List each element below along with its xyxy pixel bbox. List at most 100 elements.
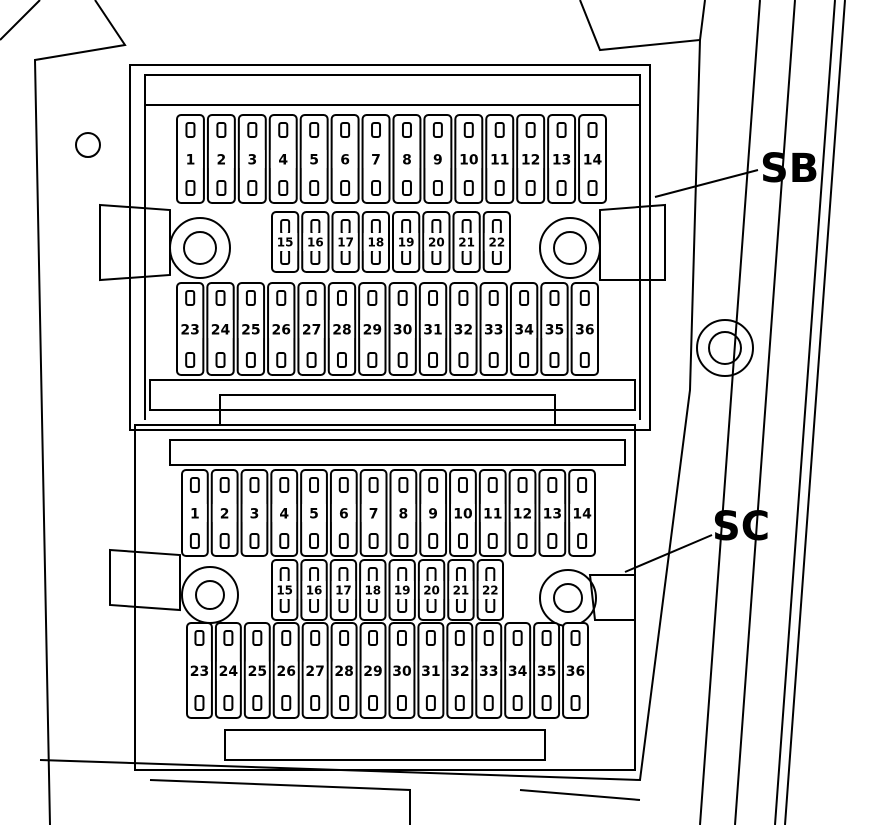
fuse-label-background	[477, 661, 501, 680]
fuse-slot: 36	[562, 622, 589, 719]
fuse-slot: 13	[547, 114, 577, 204]
fuse-slot: 2	[210, 469, 239, 557]
fuse-label-background	[549, 150, 575, 168]
fuse-terminal	[401, 180, 412, 196]
fuse-label-background	[239, 150, 265, 168]
fuse-terminal	[371, 180, 382, 196]
fuse-terminal	[223, 630, 234, 646]
fuse-label-background	[510, 504, 535, 522]
fuse-terminal	[454, 630, 465, 646]
fuse-slot: 24	[214, 622, 242, 719]
fuse-number: 17	[337, 236, 354, 250]
fuse-label-background	[580, 150, 605, 168]
fuse-terminal	[247, 122, 258, 138]
fuse-terminal	[577, 533, 588, 549]
fuse-terminal	[463, 122, 474, 138]
fuse-label-background	[208, 150, 234, 168]
fuse-number: 22	[489, 236, 506, 250]
fuse-terminal	[494, 122, 505, 138]
fuse-number: 24	[211, 322, 231, 338]
fuse-label-background	[331, 581, 356, 599]
fuse-number: 8	[402, 152, 412, 168]
fuse-slot: 19	[392, 211, 421, 273]
fuse-terminal	[215, 290, 226, 306]
fuse-slot: 25	[236, 282, 266, 376]
fuse-terminal	[549, 352, 560, 368]
fuse-slot: 14	[568, 469, 597, 557]
fuse-label-background	[390, 320, 415, 338]
fuse-terminal	[517, 533, 528, 549]
fuse-terminal	[281, 630, 292, 646]
fuse-label-background	[451, 504, 475, 522]
fuse-terminal	[371, 122, 382, 138]
fuse-slot: 9	[423, 114, 453, 204]
fuse-terminal	[396, 630, 407, 646]
fuse-number: 35	[537, 664, 556, 680]
fuse-slot: 5	[300, 469, 328, 557]
fuse-label-background	[178, 320, 203, 338]
fuse-label-background	[331, 504, 356, 522]
fuse-terminal	[512, 630, 523, 646]
fuse-terminal	[185, 290, 196, 306]
fuse-number: 14	[572, 506, 592, 522]
fuse-label-background	[245, 661, 269, 680]
fuse-number: 21	[453, 584, 470, 598]
fuse-terminal	[219, 533, 230, 549]
fuse-number: 8	[399, 506, 409, 522]
fuse-terminal	[185, 122, 196, 138]
fuse-number: 17	[335, 584, 352, 598]
fuse-number: 1	[190, 506, 200, 522]
fuse-terminal	[483, 630, 494, 646]
fuse-label-background	[451, 320, 476, 338]
fuse-slot: 23	[176, 282, 205, 376]
fuse-terminal	[547, 533, 558, 549]
fuse-label-background	[332, 150, 358, 168]
fuse-terminal	[454, 695, 465, 711]
fuse-label-background	[456, 150, 482, 168]
fuse-terminal	[428, 533, 439, 549]
fuse-terminal	[249, 477, 260, 493]
fuse-slot: 1	[176, 114, 205, 204]
fuse-slot: 13	[538, 469, 567, 557]
fuse-number: 25	[241, 322, 260, 338]
fuse-slot: 15	[271, 559, 299, 621]
fuse-terminal	[279, 533, 290, 549]
fuse-terminal	[556, 180, 567, 196]
fuse-number: 6	[339, 506, 349, 522]
fuse-number: 19	[398, 236, 415, 250]
fuse-terminal	[336, 352, 347, 368]
fuse-label-background	[484, 233, 509, 251]
fuse-label-background	[535, 661, 559, 680]
fuse-terminal	[249, 533, 260, 549]
fuse-number: 24	[219, 664, 239, 680]
fuse-terminal	[577, 477, 588, 493]
fuse-number: 9	[428, 506, 438, 522]
fuse-number: 22	[482, 584, 499, 598]
fuse-label-background	[394, 233, 419, 251]
fuse-number: 31	[423, 322, 442, 338]
fuse-number: 34	[508, 664, 528, 680]
fuse-terminal	[340, 180, 351, 196]
fuse-number: 33	[484, 322, 503, 338]
fuse-slot: 18	[359, 559, 387, 621]
fuse-slot: 8	[389, 469, 418, 557]
fuse-slot: 21	[447, 559, 475, 621]
fuse-number: 23	[180, 322, 199, 338]
fuse-terminal	[310, 630, 321, 646]
fuse-label-background	[480, 504, 505, 522]
fuse-terminal	[463, 180, 474, 196]
fuse-label-background	[274, 661, 298, 680]
fuse-label-background	[361, 581, 385, 599]
fuse-slot: 20	[422, 211, 451, 273]
fuse-label-background	[361, 661, 385, 680]
fuse-terminal	[340, 122, 351, 138]
fuse-label-background	[390, 661, 414, 680]
fuse-terminal	[309, 533, 320, 549]
fuse-terminal	[223, 695, 234, 711]
fuse-terminal	[245, 290, 256, 306]
fuse-number: 4	[279, 506, 289, 522]
fuse-terminal	[547, 477, 558, 493]
fuse-number: 21	[458, 236, 475, 250]
fuse-terminal	[541, 695, 552, 711]
